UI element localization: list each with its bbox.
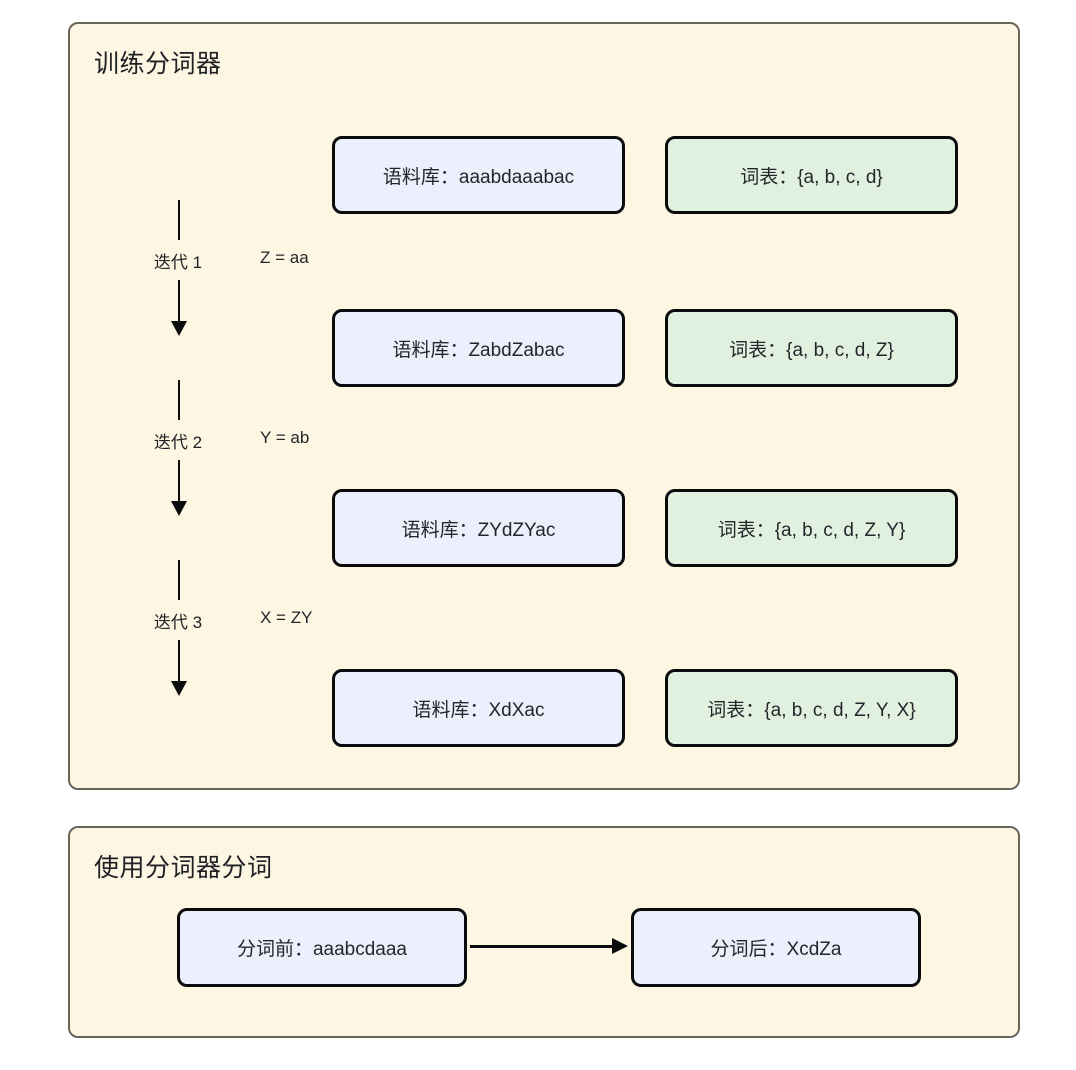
training-panel-title: 训练分词器: [94, 50, 222, 78]
corpus-box-3: 语料库：XdXac: [332, 669, 625, 747]
merge-rule-3: X = ZY: [260, 608, 313, 627]
iteration-line-top-2: [178, 380, 180, 420]
after-tokenize-box: 分词后：XcdZa: [631, 908, 921, 987]
merge-rule-1: Z = aa: [260, 248, 309, 267]
iteration-label-1: 迭代 1: [153, 253, 203, 272]
iteration-line-bottom-2: [178, 460, 180, 504]
vocab-box-1: 词表：{a, b, c, d, Z}: [665, 309, 958, 387]
iteration-label-3: 迭代 3: [153, 613, 203, 632]
before-tokenize-box: 分词前：aaabcdaaa: [177, 908, 467, 987]
apply-arrow-line: [470, 945, 616, 948]
vocab-box-3: 词表：{a, b, c, d, Z, Y, X}: [665, 669, 958, 747]
iteration-line-top-1: [178, 200, 180, 240]
apply-panel-title: 使用分词器分词: [94, 854, 273, 882]
iteration-arrowhead-1: [171, 321, 187, 336]
corpus-box-2: 语料库：ZYdZYac: [332, 489, 625, 567]
iteration-line-bottom-1: [178, 280, 180, 324]
corpus-box-1: 语料库：ZabdZabac: [332, 309, 625, 387]
corpus-box-0: 语料库：aaabdaaabac: [332, 136, 625, 214]
iteration-line-top-3: [178, 560, 180, 600]
iteration-arrowhead-2: [171, 501, 187, 516]
iteration-line-bottom-3: [178, 640, 180, 684]
vocab-box-0: 词表：{a, b, c, d}: [665, 136, 958, 214]
iteration-arrowhead-3: [171, 681, 187, 696]
vocab-box-2: 词表：{a, b, c, d, Z, Y}: [665, 489, 958, 567]
merge-rule-2: Y = ab: [260, 428, 310, 447]
training-panel: 训练分词器 语料库：aaabdaaabac 词表：{a, b, c, d} 语料…: [68, 22, 1020, 790]
iteration-label-2: 迭代 2: [153, 433, 203, 452]
apply-arrowhead-icon: [612, 938, 628, 954]
